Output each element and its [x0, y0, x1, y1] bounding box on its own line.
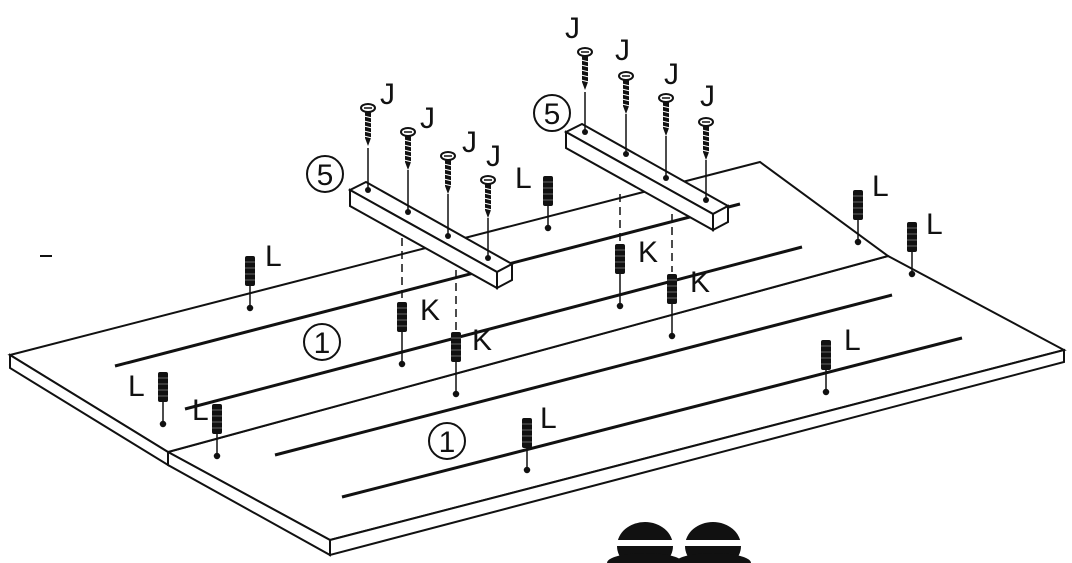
screw-label: J	[420, 102, 435, 135]
dowel-l-pins	[159, 206, 916, 474]
svg-text:1: 1	[314, 327, 331, 360]
dowel-l-label: L	[926, 208, 943, 241]
rail-right	[563, 122, 731, 232]
dowel-k-label: K	[690, 266, 710, 299]
dowel-l-label: L	[540, 402, 557, 435]
svg-text:5: 5	[544, 98, 561, 131]
dowel-k-pins	[398, 274, 676, 398]
svg-text:1: 1	[439, 426, 456, 459]
dowel-k-label: K	[638, 236, 658, 269]
dowel-k-label: K	[472, 324, 492, 357]
screw-label: J	[664, 58, 679, 91]
screw-label: J	[486, 140, 501, 173]
table-panel-lower	[165, 254, 1067, 557]
screw-label: J	[462, 126, 477, 159]
alignment-lines	[401, 194, 673, 330]
screw-label: J	[615, 34, 630, 67]
table-panel-upper	[7, 160, 891, 467]
screw-hole-markers	[365, 129, 709, 261]
panel-number-badge: 1	[428, 422, 466, 460]
screw-label: J	[565, 12, 580, 45]
svg-text:5: 5	[317, 159, 334, 192]
dowel-l-label: L	[192, 394, 209, 427]
rail-left	[347, 180, 515, 290]
rail-number-badge: 5	[306, 155, 344, 193]
dowel-l-label: L	[844, 324, 861, 357]
panel-number-badge: 1	[303, 323, 341, 361]
screw-label: J	[380, 78, 395, 111]
dowel-k-label: K	[420, 294, 440, 327]
dowel-l-label: L	[265, 240, 282, 273]
person-icon	[607, 522, 751, 563]
screw-label: J	[700, 80, 715, 113]
dowel-l-label: L	[515, 162, 532, 195]
screw-guides	[367, 92, 707, 258]
dowel-l-label: L	[872, 170, 889, 203]
dowel-l-label: L	[128, 370, 145, 403]
panel-grooves	[114, 202, 963, 499]
rail-number-badge: 5	[533, 94, 571, 132]
